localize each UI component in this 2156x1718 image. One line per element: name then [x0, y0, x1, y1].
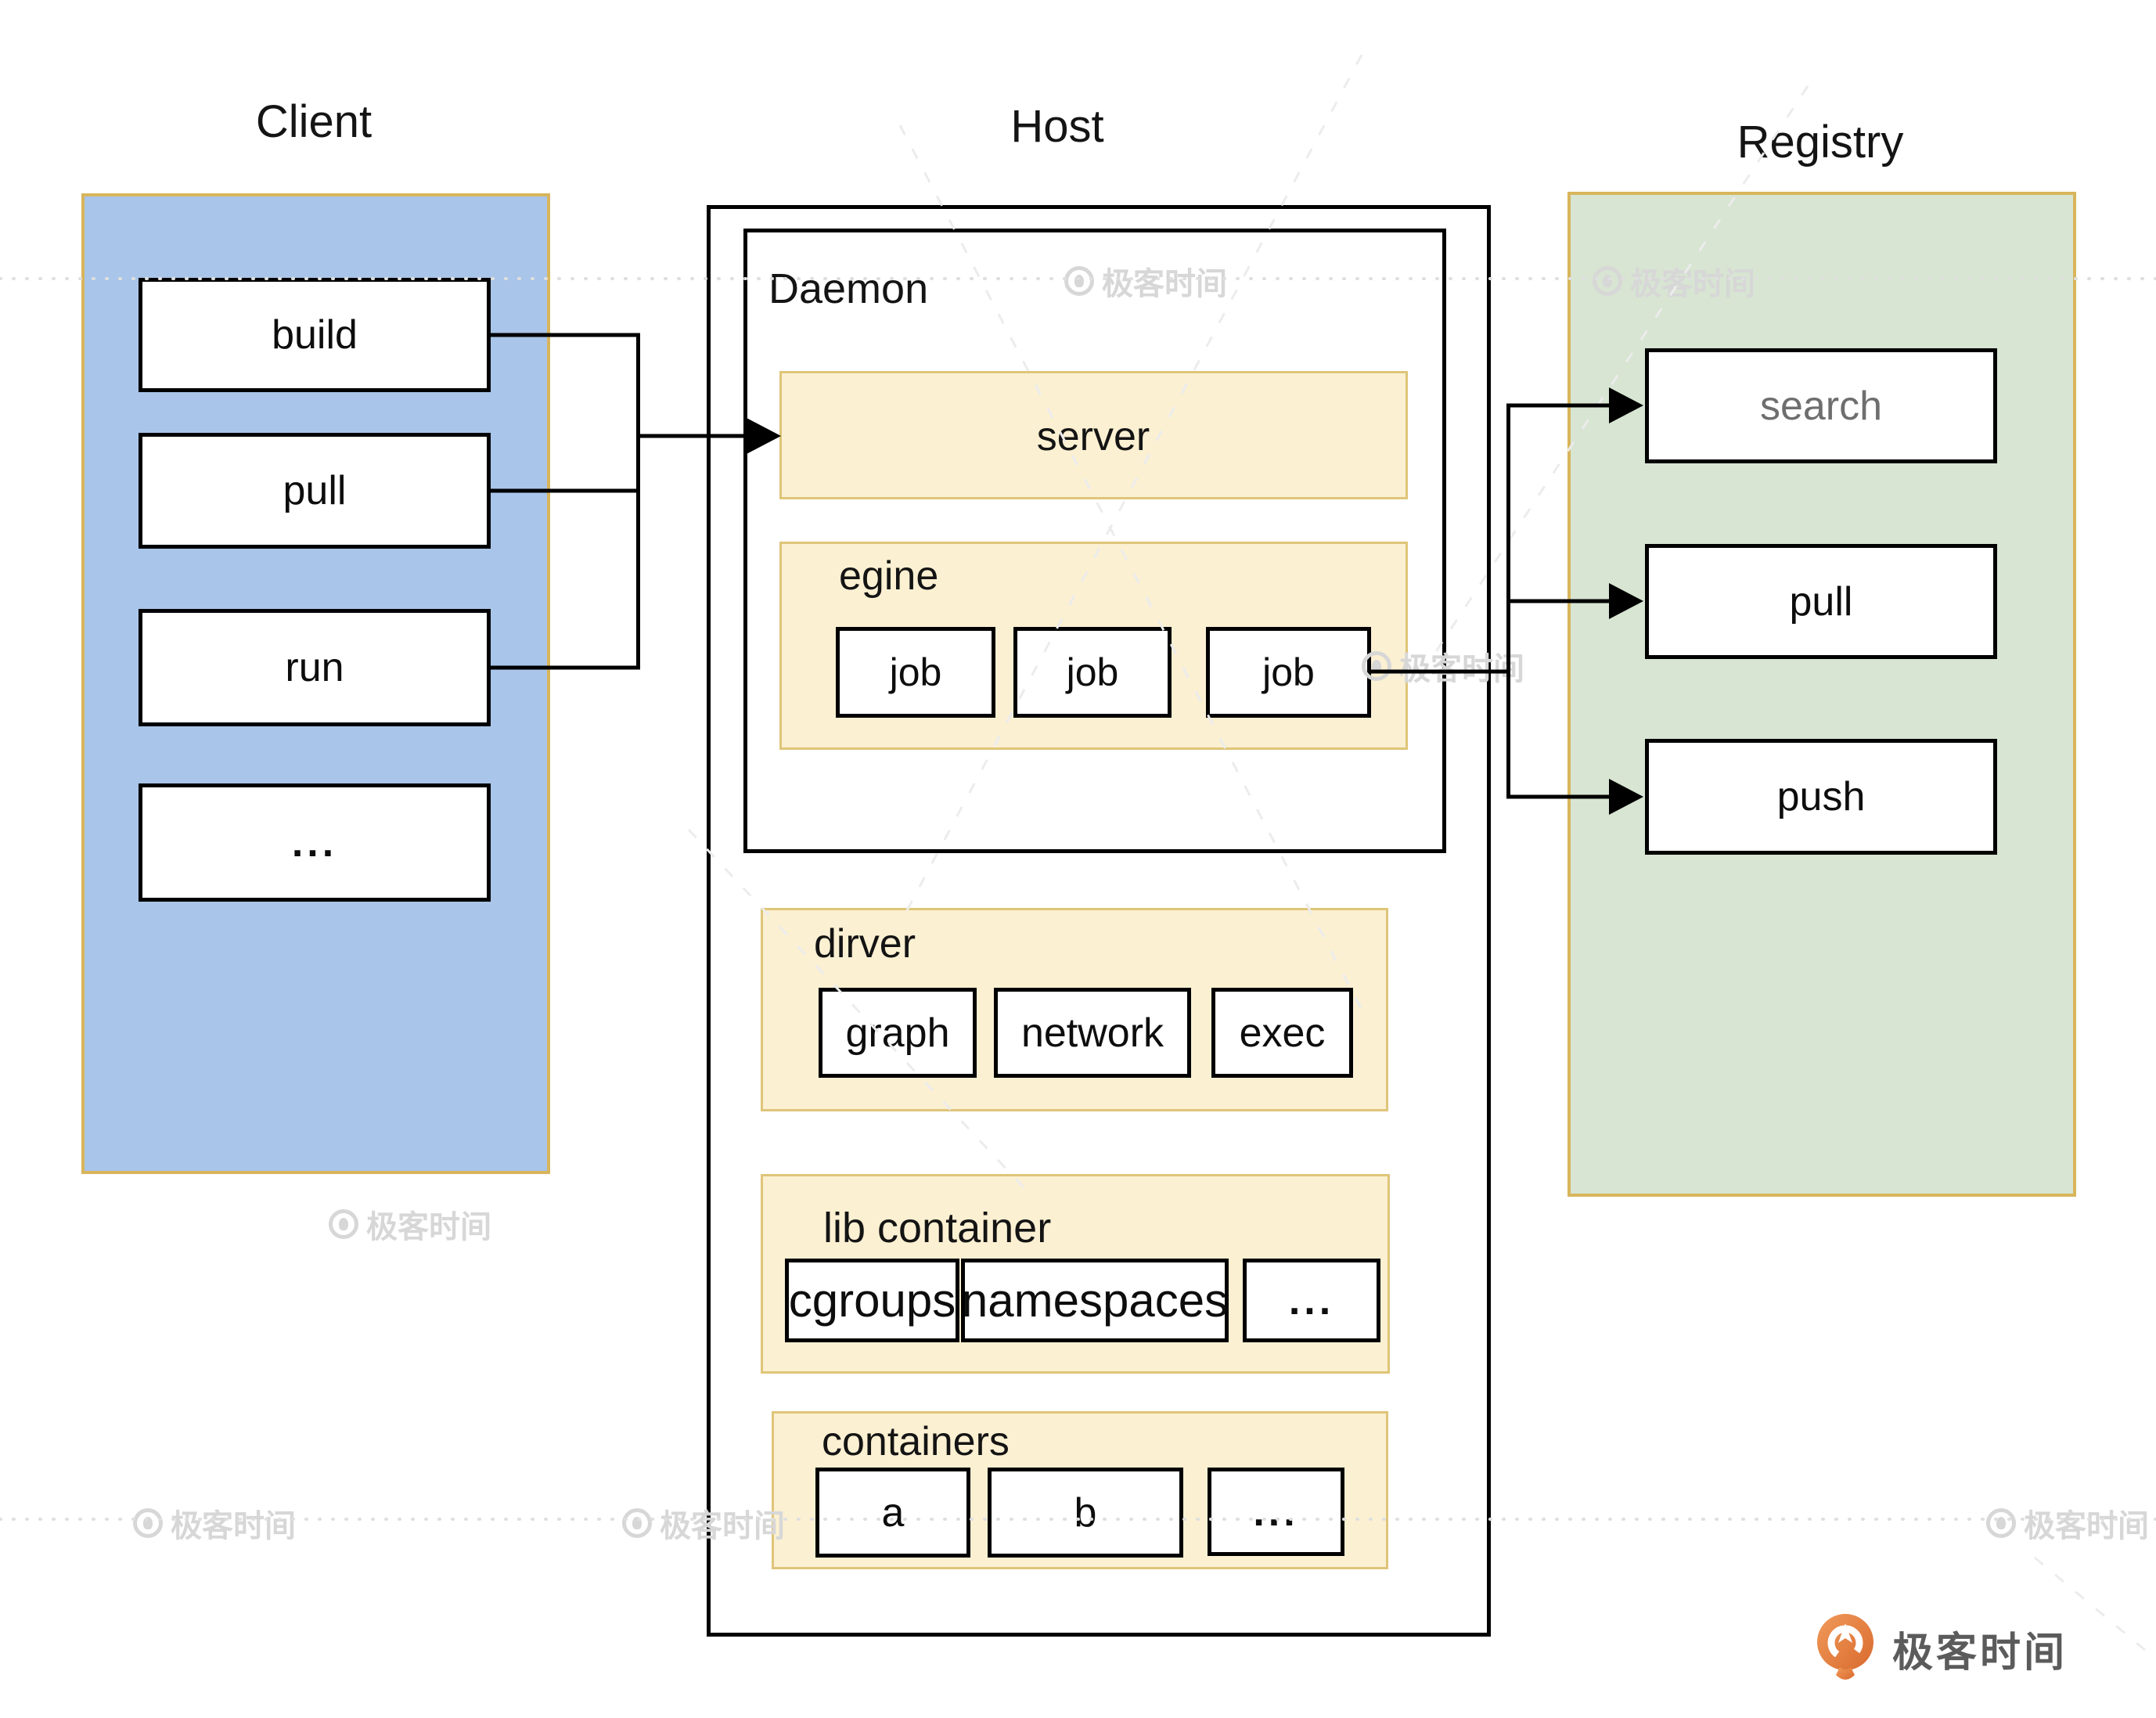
libcontainer-more-box: ...: [1243, 1259, 1380, 1342]
containers-label: containers: [822, 1419, 1010, 1464]
geektime-brand-text: 极客时间: [1892, 1630, 2068, 1676]
watermark: 极客时间: [1064, 258, 1227, 304]
watermark-logo-icon: [329, 1209, 358, 1239]
watermark: 极客时间: [329, 1201, 491, 1247]
watermark-text: 极客时间: [171, 1509, 296, 1543]
container-a-box: a: [815, 1468, 970, 1558]
watermark-logo-icon: [1064, 266, 1094, 296]
watermark-logo-icon: [1986, 1508, 2016, 1538]
geektime-logo-icon: [1812, 1612, 1878, 1684]
registry-panel: [1568, 192, 2076, 1197]
job-box: job: [1013, 627, 1172, 718]
graph-box: graph: [819, 988, 977, 1078]
container-b-box: b: [988, 1468, 1183, 1558]
watermark: 极客时间: [1986, 1500, 2149, 1546]
watermark: 极客时间: [133, 1500, 296, 1546]
namespaces-box: namespaces: [961, 1259, 1229, 1342]
registry-search-box: search: [1645, 348, 1997, 463]
daemon-label: Daemon: [768, 265, 929, 312]
job-box: job: [836, 627, 995, 718]
watermark-text: 极客时间: [660, 1509, 785, 1543]
client-title: Client: [255, 96, 373, 147]
registry-title: Registry: [1737, 117, 1904, 167]
watermark: 极客时间: [1362, 643, 1524, 689]
client-run-box: run: [139, 609, 491, 726]
client-pull-box: pull: [139, 433, 491, 549]
watermark-logo-icon: [1593, 266, 1622, 296]
engine-label: egine: [839, 553, 939, 599]
watermark-logo-icon: [622, 1508, 652, 1538]
cgroups-box: cgroups: [785, 1259, 959, 1342]
watermark-text: 极客时间: [1102, 267, 1227, 301]
watermark-logo-icon: [133, 1508, 163, 1538]
watermark-logo-icon: [1362, 651, 1391, 681]
geektime-brand: 极客时间: [1812, 1612, 2068, 1684]
client-more-box: ...: [139, 783, 491, 902]
containers-more-box: ...: [1208, 1468, 1344, 1556]
registry-push-box: push: [1645, 739, 1997, 855]
exec-box: exec: [1211, 988, 1353, 1078]
job-box: job: [1206, 627, 1371, 718]
watermark: 极客时间: [1593, 258, 1755, 304]
server-label: server: [1036, 414, 1150, 459]
watermark-text: 极客时间: [2024, 1509, 2149, 1543]
watermark-text: 极客时间: [366, 1210, 491, 1244]
watermark-text: 极客时间: [1630, 267, 1755, 301]
daemon-box: [743, 229, 1446, 853]
libcontainer-label: lib container: [823, 1205, 1052, 1252]
network-box: network: [994, 988, 1191, 1078]
driver-label: dirver: [814, 921, 916, 967]
client-build-box: build: [139, 278, 491, 392]
watermark: 极客时间: [622, 1500, 785, 1546]
watermark-text: 极客时间: [1399, 652, 1524, 686]
host-title: Host: [1010, 101, 1104, 152]
registry-pull-box: pull: [1645, 544, 1997, 659]
